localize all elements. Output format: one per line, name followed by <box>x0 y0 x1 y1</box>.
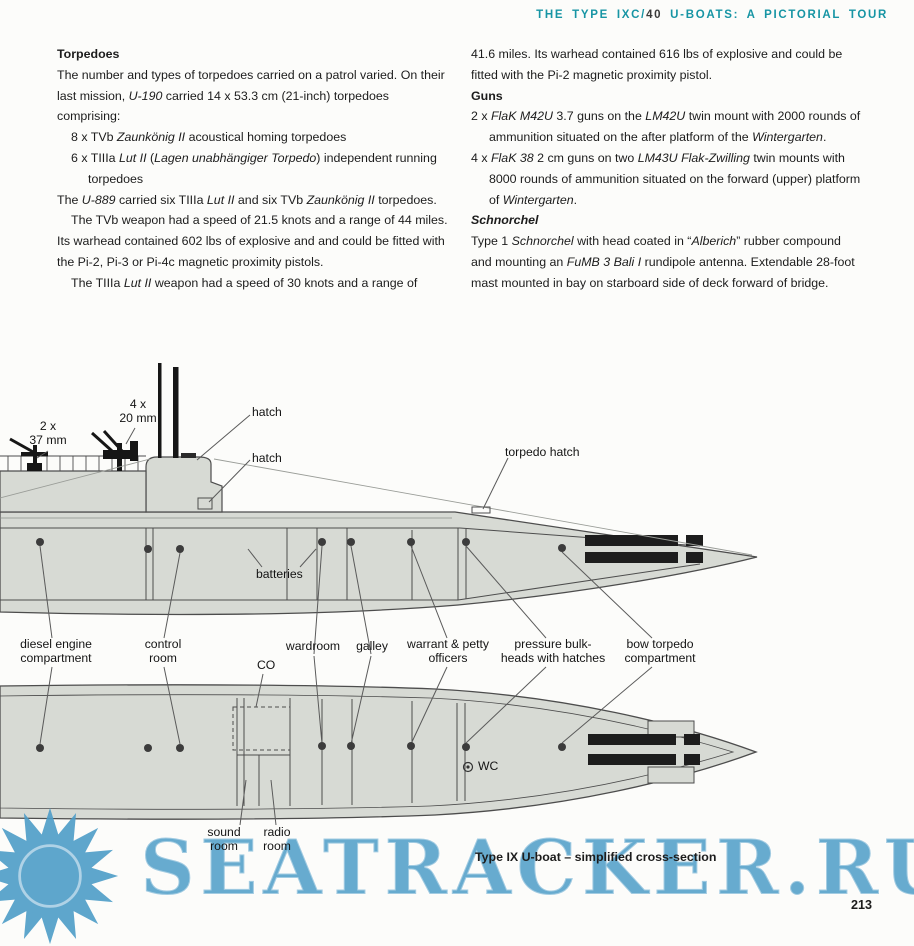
torpedo-item-tiiia: 6 x TIIIa Lut II (Lagen unabhängiger Tor… <box>71 150 437 186</box>
tower-hatch <box>181 453 196 458</box>
label-co: CO <box>257 658 276 672</box>
label-pressure-bulkheads: pressure bulk- heads with hatches <box>500 637 606 665</box>
side-hull <box>0 511 758 616</box>
gun-37mm-shape <box>9 437 48 471</box>
compartment-dividers-side <box>145 528 467 600</box>
header-text-2: 40 <box>646 9 663 21</box>
sun-burst-icon <box>0 807 119 945</box>
paragraph-u889: The U-889 carried six TIIIa Lut II and s… <box>57 192 437 207</box>
label-control-room: control room <box>144 637 182 665</box>
right-column: 41.6 miles. Its warhead contained 616 lb… <box>471 44 863 294</box>
deck-hatch <box>197 497 213 510</box>
railing <box>0 455 146 471</box>
guns-heading: Guns <box>471 88 503 103</box>
gun-item-2: 4 x FlaK 38 2 cm guns on two LM43U Flak-… <box>471 150 861 207</box>
paragraph-intro: The number and types of torpedoes carrie… <box>57 67 445 124</box>
left-column: Torpedoes The number and types of torped… <box>57 44 449 294</box>
label-wc: WC <box>478 759 499 773</box>
uboat-cross-section-diagram <box>0 363 758 826</box>
label-hatch-upper: hatch <box>252 405 282 419</box>
conning-tower <box>145 456 223 513</box>
pressure-hull-lines <box>0 527 701 601</box>
wc-marker-icon <box>462 761 474 773</box>
page-header: THE TYPE IXC/40 U-BOATS: A PICTORIAL TOU… <box>536 9 888 21</box>
label-gun-37mm: 2 x 37 mm <box>29 419 67 447</box>
torpedo-tubes-side <box>585 535 703 563</box>
diagram-caption: Type IX U-boat – simplified cross-sectio… <box>475 850 717 864</box>
label-warrant-petty-officers: warrant & petty officers <box>407 637 489 665</box>
paragraph-tvb-detail: The TVb weapon had a speed of 21.5 knots… <box>57 213 448 269</box>
watermark: SEATRACKER.RU <box>139 823 914 912</box>
torpedo-item-tvb: 8 x TVb Zaunkönig II acoustical homing t… <box>71 130 347 145</box>
leader-lines <box>36 414 653 826</box>
compartment-dividers-plan <box>236 698 466 806</box>
label-batteries: batteries <box>256 567 303 581</box>
label-diesel-engine-compartment: diesel engine compartment <box>20 637 92 665</box>
label-torpedo-hatch: torpedo hatch <box>505 445 580 459</box>
torpedo-hatch-mark <box>471 506 491 514</box>
torpedoes-heading: Torpedoes <box>57 47 120 61</box>
header-text-3: U-BOATS: A PICTORIAL TOUR <box>662 9 888 21</box>
co-cabin-dashed <box>232 706 291 751</box>
page-number: 213 <box>851 898 873 912</box>
paragraph-tiiia-detail: The TIIIa Lut II weapon had a speed of 3… <box>71 275 418 290</box>
paragraph-continuation: 41.6 miles. Its warhead contained 616 lb… <box>471 47 843 82</box>
bow-plane-bottom <box>647 766 695 784</box>
label-hatch-lower: hatch <box>252 451 282 465</box>
schnorchel-heading: Schnorchel <box>471 213 539 228</box>
header-text-1: THE TYPE IXC/ <box>536 9 647 21</box>
compartment-dots <box>36 538 566 752</box>
label-radio-room: radio room <box>263 825 291 853</box>
label-galley: galley <box>356 639 388 653</box>
label-wardroom: wardroom <box>285 639 341 653</box>
label-gun-20mm: 4 x 20 mm <box>119 397 157 425</box>
label-bow-torpedo-compartment: bow torpedo compartment <box>624 637 696 665</box>
gun-item-1: 2 x FlaK M42U 3.7 guns on the LM42U twin… <box>471 109 861 145</box>
plan-view <box>0 684 758 820</box>
label-sound-room: sound room <box>207 825 241 853</box>
wintergarten-platform <box>0 470 147 513</box>
periscope-masts <box>158 363 179 458</box>
paragraph-schnorchel: Type 1 Schnorchel with head coated in “A… <box>471 234 855 290</box>
side-view <box>0 363 758 616</box>
gun-20mm-shape <box>90 429 138 471</box>
plan-inner-hull <box>0 694 735 810</box>
plan-hull <box>0 684 758 820</box>
torpedo-tubes-plan <box>588 734 700 765</box>
